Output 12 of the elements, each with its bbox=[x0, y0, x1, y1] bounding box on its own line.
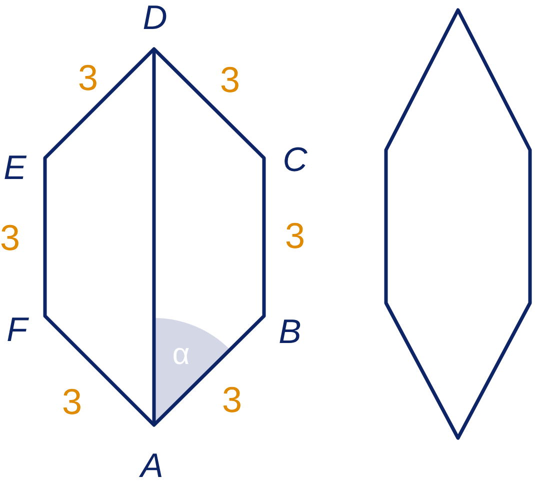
vertex-label: E bbox=[4, 151, 26, 185]
side-length-label: 3 bbox=[220, 62, 240, 98]
side-length-label: 3 bbox=[78, 60, 98, 96]
side-length-label: 3 bbox=[284, 218, 306, 254]
vertex-label: F bbox=[6, 313, 28, 347]
vertex-label: C bbox=[282, 143, 308, 177]
side-length-label: 3 bbox=[62, 384, 82, 420]
vertex-label: D bbox=[142, 1, 168, 35]
side-length-label: 3 bbox=[222, 382, 242, 418]
side-length-label: 3 bbox=[0, 220, 20, 256]
vertex-label: B bbox=[278, 315, 302, 349]
vertex-label: A bbox=[140, 449, 164, 483]
